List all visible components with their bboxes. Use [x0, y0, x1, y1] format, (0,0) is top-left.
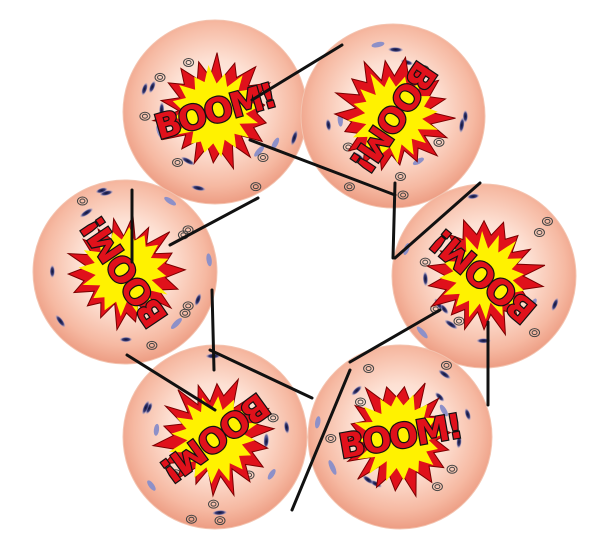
dimple-icon — [456, 435, 462, 449]
spiral-icon — [76, 196, 88, 206]
sphere-middle-right: BOOM! — [391, 183, 577, 369]
connection-line — [168, 196, 260, 247]
sphere-middle-left: BOOM! — [32, 179, 218, 365]
spiral-icon — [267, 413, 279, 423]
connection-line — [125, 353, 217, 412]
dimple-icon — [194, 293, 202, 306]
connection-lines-front — [125, 43, 490, 512]
spiral-icon — [250, 182, 262, 192]
dimple-icon — [267, 469, 276, 480]
dimple-icon — [263, 435, 269, 449]
dimple-icon — [148, 80, 156, 93]
dimple-icon — [164, 196, 176, 206]
dimple-icon — [388, 47, 404, 53]
spiral-icon — [343, 182, 355, 192]
dimple-icon — [438, 369, 451, 379]
dimple-icon — [181, 156, 195, 166]
dimple-icon — [170, 318, 182, 329]
spiral-icon — [172, 157, 184, 167]
spiral-icon — [529, 328, 541, 338]
dimple-icon — [462, 110, 468, 123]
spiral-icon — [419, 257, 431, 267]
dimple-icon — [254, 145, 265, 157]
spiral-icon — [533, 228, 545, 238]
connection-line — [250, 43, 344, 102]
sphere-top-right: BOOM! — [300, 23, 486, 209]
spiral-icon — [179, 308, 191, 318]
dimple-icon — [467, 193, 480, 200]
spiral-icon — [397, 190, 409, 200]
dimple-icon — [55, 314, 66, 328]
dimple-icon — [464, 408, 471, 421]
dimple-icon — [153, 423, 160, 436]
dimple-icon — [159, 102, 165, 118]
spiral-icon — [431, 482, 443, 492]
dimple-icon — [458, 117, 465, 133]
dimple-icon — [435, 392, 445, 402]
dimple-icon — [141, 82, 148, 96]
spiral-icon — [446, 464, 458, 474]
dimple-icon — [141, 400, 150, 415]
sphere-bottom-right: BOOM! — [307, 344, 493, 530]
spiral-icon — [541, 216, 553, 226]
connection-line — [393, 181, 482, 260]
dimple-icon — [422, 271, 429, 287]
spiral-icon — [433, 137, 445, 147]
spiral-icon — [208, 499, 220, 509]
spiral-icon — [257, 153, 269, 163]
dimple-icon — [444, 319, 458, 330]
spiral-icon — [395, 171, 407, 181]
dimple-icon — [206, 253, 212, 267]
connection-line — [210, 288, 216, 372]
dimple-icon — [271, 137, 280, 150]
connection-line — [248, 138, 397, 197]
sphere-ring: BOOM!BOOM!BOOM!BOOM!BOOM!BOOM! — [32, 19, 577, 530]
dimple-icon — [351, 385, 362, 396]
dimple-icon — [412, 157, 424, 166]
sphere-top-left: BOOM! — [122, 19, 308, 205]
spiral-icon — [440, 360, 452, 370]
dimple-icon — [266, 89, 274, 103]
explosion-burst-icon: BOOM! — [149, 52, 281, 171]
spiral-icon — [453, 316, 465, 326]
dimple-icon — [290, 130, 298, 146]
dimple-icon — [283, 420, 290, 434]
spiral-icon — [139, 111, 151, 121]
connection-line — [391, 181, 397, 260]
dimple-icon — [551, 297, 559, 311]
spiral-icon — [146, 340, 158, 350]
dimple-icon — [528, 298, 537, 311]
dimple-icon — [325, 119, 332, 131]
dimple-icon — [352, 151, 366, 163]
dimple-icon — [145, 402, 153, 415]
dimple-icon — [191, 185, 206, 192]
dimple-icon — [212, 510, 227, 516]
dimple-icon — [371, 41, 385, 48]
spiral-icon — [363, 364, 375, 374]
spiral-icon — [154, 72, 166, 82]
spiral-icon — [355, 397, 367, 407]
dimple-icon — [328, 460, 337, 475]
dimple-icon — [439, 404, 448, 417]
connection-line — [208, 348, 314, 400]
dimple-icon — [362, 475, 374, 485]
dimple-icon — [79, 208, 93, 218]
connection-line — [348, 308, 442, 364]
dimple-icon — [314, 416, 321, 429]
spiral-icon — [214, 516, 226, 526]
spiral-icon — [325, 433, 337, 443]
dimple-icon — [156, 125, 164, 139]
spiral-icon — [183, 57, 195, 67]
connection-line — [290, 368, 352, 512]
dimple-icon — [95, 187, 108, 194]
spiral-icon — [185, 514, 197, 524]
dimple-icon — [119, 336, 133, 343]
dimple-icon — [416, 326, 428, 339]
dimple-icon — [147, 480, 156, 491]
dimple-icon — [49, 265, 55, 278]
sphere-bottom-left: BOOM! — [122, 344, 308, 530]
